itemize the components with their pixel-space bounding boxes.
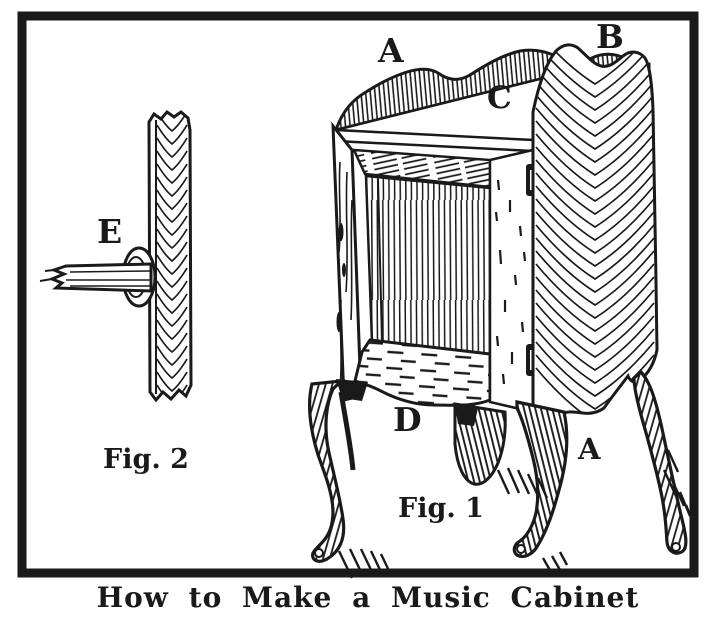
label-a-top: A	[377, 31, 404, 70]
rear-right-leg	[632, 369, 688, 555]
label-b: B	[596, 17, 624, 56]
label-e: E	[97, 212, 122, 251]
left-foot-scroll	[314, 548, 324, 558]
label-d: D	[393, 400, 422, 439]
ground-shadow-strokes	[337, 449, 696, 579]
left-front-stile	[331, 121, 363, 402]
fig2-peg-detail-drawing	[39, 109, 193, 403]
frame-border	[17, 11, 699, 578]
label-c: C	[487, 80, 512, 116]
right-foot-scroll	[516, 544, 526, 554]
rear-left-leg	[453, 402, 507, 486]
fig1-caption: Fig. 1	[398, 493, 484, 524]
fig2-caption: Fig. 2	[103, 444, 189, 475]
page-caption: How to Make a Music Cabinet	[97, 581, 640, 614]
label-a-bottom: A	[577, 432, 601, 466]
door-stile-line	[377, 178, 383, 343]
fig2-board	[147, 109, 193, 403]
fig2-peg	[39, 262, 153, 293]
fig1-cabinet-drawing	[308, 43, 696, 579]
side-panel	[531, 43, 659, 415]
rear-foot-scroll	[671, 542, 681, 552]
door-grain	[366, 176, 490, 356]
left-front-leg	[308, 378, 368, 563]
